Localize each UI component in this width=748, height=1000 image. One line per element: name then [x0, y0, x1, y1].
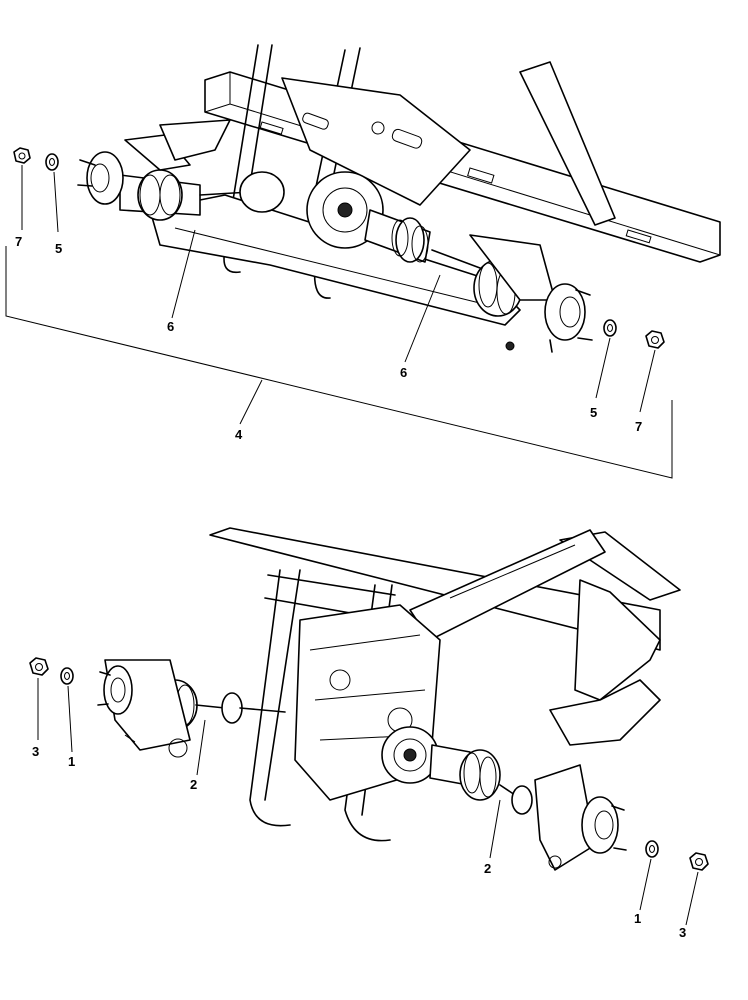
callout-rear-left-shaft: 2	[190, 777, 198, 792]
front-right-nut-7	[645, 330, 665, 349]
rear-right-swing-arm	[574, 579, 661, 701]
callout-front-right-nut: 7	[635, 419, 643, 434]
rear-left-washer-1	[60, 667, 74, 685]
callout-rear-left-washer: 1	[68, 754, 76, 769]
front-assembly-bracket	[5, 246, 673, 479]
front-right-washer-5	[603, 319, 617, 337]
callout-rear-right-nut: 3	[679, 925, 687, 940]
rear-axle-assembly	[29, 527, 709, 926]
callout-front-right-washer: 5	[590, 405, 598, 420]
front-left-nut-7	[13, 147, 31, 164]
front-left-hub	[77, 119, 231, 205]
rear-left-nut-3	[29, 657, 49, 676]
callout-front-left-nut: 7	[15, 234, 23, 249]
callout-front-left-washer: 5	[55, 241, 63, 256]
rear-right-nut-3	[689, 852, 709, 871]
front-bracket-plate	[281, 77, 471, 206]
front-axle-assembly	[5, 44, 721, 479]
front-left-washer-5	[45, 153, 59, 171]
front-diagonal-brace	[519, 61, 616, 226]
callout-rear-left-nut: 3	[32, 744, 40, 759]
callout-rear-right-shaft: 2	[484, 861, 492, 876]
rear-right-hub	[534, 764, 627, 871]
callout-front-assembly: 4	[235, 427, 243, 442]
front-right-hub	[469, 234, 593, 353]
rear-right-cv-shaft	[429, 744, 533, 815]
rear-left-hub	[97, 659, 191, 758]
callout-front-right-shaft: 6	[400, 365, 408, 380]
callout-rear-right-washer: 1	[634, 911, 642, 926]
front-left-cv-shaft	[119, 169, 285, 221]
rear-right-washer-1	[645, 840, 659, 858]
callout-front-left-shaft: 6	[167, 319, 175, 334]
